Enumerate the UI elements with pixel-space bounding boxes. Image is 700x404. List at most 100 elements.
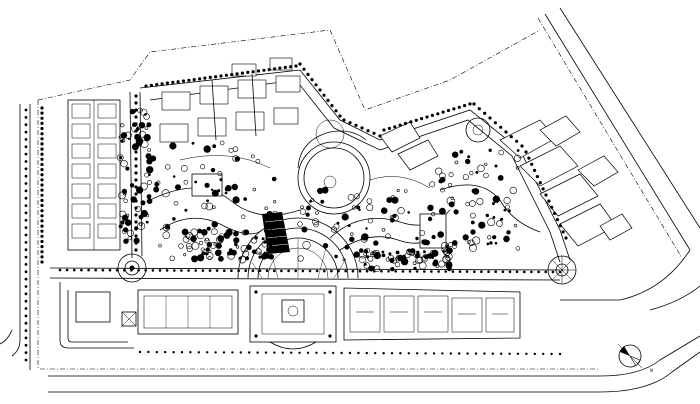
tree-symbol	[458, 352, 461, 355]
tree-symbol	[538, 181, 542, 185]
tree-symbol	[471, 188, 477, 194]
tree-symbol	[462, 174, 469, 181]
tree-symbol	[261, 237, 265, 241]
tree-symbol	[508, 352, 511, 355]
tree-symbol	[366, 198, 373, 204]
tree-symbol	[40, 111, 44, 115]
tree-symbol	[469, 200, 476, 207]
tree-symbol	[516, 149, 520, 152]
tree-symbol	[558, 352, 562, 356]
tree-symbol	[315, 269, 319, 273]
tree-symbol	[558, 270, 562, 274]
tree-symbol	[40, 121, 44, 125]
tree-symbol	[134, 157, 138, 161]
tree-symbol	[270, 249, 274, 253]
tree-canopy-layer	[24, 62, 568, 362]
tree-symbol	[24, 299, 28, 303]
tree-symbol	[431, 212, 436, 217]
tree-symbol	[458, 270, 462, 273]
tree-symbol	[283, 65, 287, 69]
tree-symbol	[145, 153, 152, 160]
tree-symbol	[445, 244, 449, 249]
tree-symbol	[465, 270, 469, 273]
tree-symbol	[297, 221, 303, 227]
tree-symbol	[24, 211, 28, 215]
tree-symbol	[493, 121, 497, 125]
tree-symbol	[323, 351, 326, 355]
north-arrow-letter: N	[650, 368, 653, 373]
tree-symbol	[289, 65, 293, 69]
tree-symbol	[144, 84, 148, 88]
south-podium-east	[343, 287, 521, 341]
tree-symbol	[240, 71, 244, 75]
tree-symbol	[210, 167, 216, 173]
tree-symbol	[470, 212, 476, 219]
tree-symbol	[273, 234, 279, 240]
tree-symbol	[413, 251, 421, 259]
tree-symbol	[206, 199, 210, 203]
tree-symbol	[407, 211, 411, 214]
tree-symbol	[451, 270, 455, 273]
tree-symbol	[344, 269, 348, 273]
tree-symbol	[222, 351, 226, 354]
tree-symbol	[235, 245, 240, 249]
tree-symbol	[129, 183, 135, 188]
tree-symbol	[487, 218, 496, 227]
tree-symbol	[134, 234, 138, 238]
tree-symbol	[446, 196, 455, 205]
tree-symbol	[24, 336, 28, 340]
tree-symbol	[469, 243, 477, 252]
tree-symbol	[423, 270, 426, 273]
tree-symbol	[441, 352, 444, 355]
tree-symbol	[342, 258, 346, 262]
tree-symbol	[40, 137, 44, 141]
tree-symbol	[151, 269, 155, 272]
tree-symbol	[162, 231, 171, 239]
tree-symbol	[298, 62, 302, 66]
tree-symbol	[40, 255, 44, 259]
tree-symbol	[503, 196, 511, 205]
tree-symbol	[251, 249, 257, 254]
tree-symbol	[467, 155, 471, 159]
tree-symbol	[24, 174, 28, 178]
tree-symbol	[444, 270, 448, 273]
tree-symbol	[347, 224, 351, 228]
tree-symbol	[40, 203, 44, 208]
tree-symbol	[452, 107, 456, 111]
tree-symbol	[484, 162, 488, 166]
tree-symbol	[372, 249, 380, 257]
tree-symbol	[378, 134, 382, 138]
tree-symbol	[372, 131, 376, 135]
tree-symbol	[202, 249, 207, 254]
tree-symbol	[118, 135, 122, 139]
tree-symbol	[40, 209, 44, 213]
tree-symbol	[40, 116, 44, 120]
tree-symbol	[290, 351, 293, 354]
tree-symbol	[494, 164, 498, 168]
tree-symbol	[533, 168, 537, 172]
tree-symbol	[24, 160, 28, 163]
tree-symbol	[360, 235, 368, 243]
tree-symbol	[351, 205, 357, 210]
tree-symbol	[134, 192, 138, 196]
tree-symbol	[134, 248, 138, 252]
tree-symbol	[189, 351, 192, 354]
tree-symbol	[457, 105, 461, 109]
tree-symbol	[271, 176, 277, 182]
tree-symbol	[306, 205, 311, 211]
tree-symbol	[194, 180, 198, 184]
tree-symbol	[40, 250, 44, 254]
tree-symbol	[123, 227, 129, 233]
tree-symbol	[24, 130, 28, 134]
tree-symbol	[201, 229, 208, 236]
tree-symbol	[255, 158, 261, 164]
tree-symbol	[261, 241, 268, 248]
tree-symbol	[224, 191, 228, 195]
tree-symbol	[118, 224, 123, 229]
tree-symbol	[488, 148, 492, 152]
tree-symbol	[503, 208, 507, 212]
tree-symbol	[210, 188, 214, 191]
tree-symbol	[302, 241, 311, 250]
tree-symbol	[240, 245, 249, 253]
